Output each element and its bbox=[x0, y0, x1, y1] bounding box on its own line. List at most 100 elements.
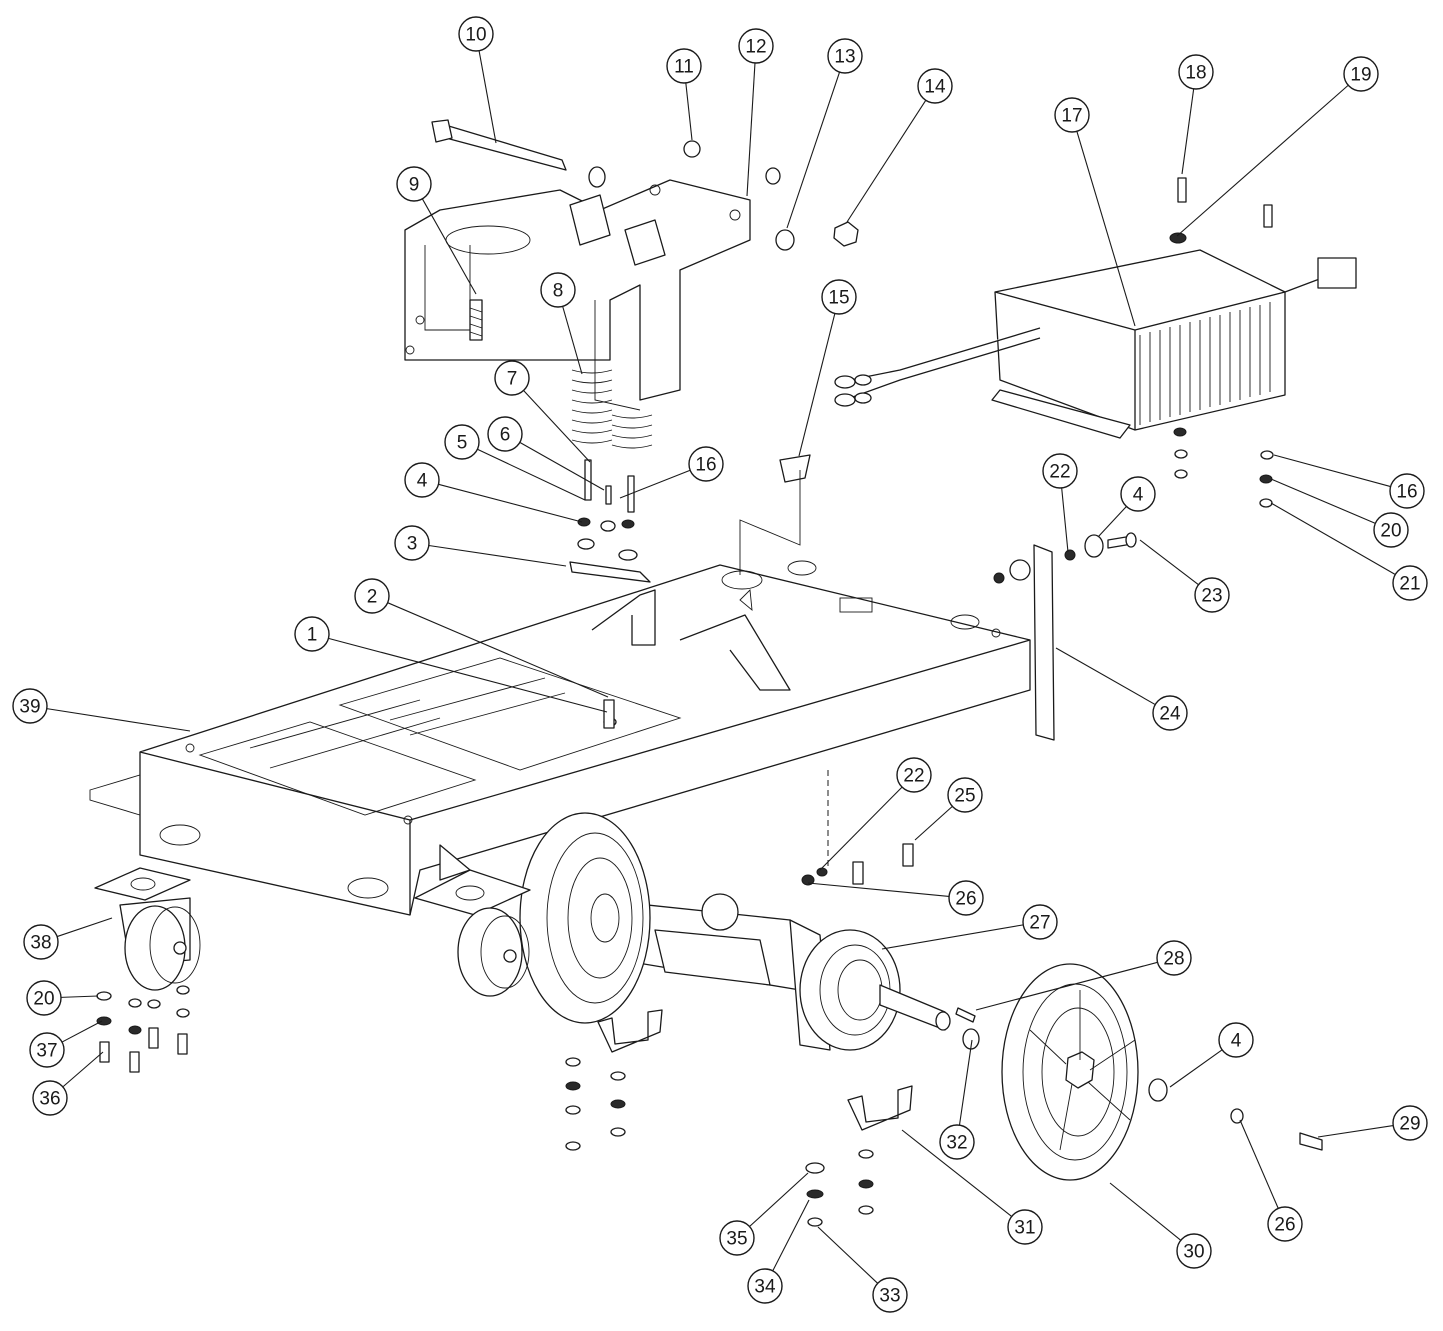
callout-number: 16 bbox=[695, 455, 716, 476]
callout-circle bbox=[26, 980, 62, 1016]
bushing-guide-line bbox=[739, 470, 801, 575]
callout-leader bbox=[975, 961, 1158, 1011]
loose-hardware bbox=[96, 843, 1323, 1227]
callout-circle bbox=[404, 462, 440, 498]
callout-leader bbox=[798, 313, 836, 457]
callout-number: 15 bbox=[828, 288, 849, 309]
callout-circle bbox=[872, 1277, 908, 1313]
callout-number: 14 bbox=[924, 77, 946, 98]
callout-12-11: 12 bbox=[738, 28, 774, 197]
callout-leader bbox=[1239, 1119, 1279, 1209]
callout-number: 31 bbox=[1014, 1218, 1035, 1239]
callout-1-0: 1 bbox=[294, 616, 608, 713]
callout-circle bbox=[1392, 1105, 1428, 1141]
callout-number: 39 bbox=[19, 697, 40, 718]
callout-leader bbox=[817, 1226, 879, 1284]
callout-circle bbox=[494, 360, 530, 396]
callout-number: 34 bbox=[754, 1277, 776, 1298]
callout-17-16: 17 bbox=[1054, 97, 1136, 327]
small-spring bbox=[469, 299, 483, 341]
callout-15-14: 15 bbox=[798, 279, 857, 457]
callout-circle bbox=[948, 880, 984, 916]
callout-circle bbox=[1120, 476, 1156, 512]
callout-circle bbox=[1042, 453, 1078, 489]
callout-circle bbox=[1152, 695, 1188, 731]
callout-circle bbox=[1343, 56, 1379, 92]
callout-circle bbox=[29, 1032, 65, 1068]
callout-leader bbox=[478, 50, 497, 144]
callout-22-22: 22 bbox=[1042, 453, 1078, 553]
callout-leader bbox=[1076, 131, 1136, 327]
callout-circle bbox=[294, 616, 330, 652]
callout-number: 3 bbox=[407, 534, 418, 555]
callout-34-39: 34 bbox=[747, 1199, 810, 1304]
callout-circle bbox=[821, 279, 857, 315]
callout-circle bbox=[896, 757, 932, 793]
callout-leader bbox=[428, 544, 567, 567]
callout-37-43: 37 bbox=[29, 1020, 103, 1068]
drive-wheel-outer bbox=[1001, 963, 1139, 1181]
callout-number: 18 bbox=[1185, 63, 1206, 84]
callout-number: 12 bbox=[745, 37, 766, 58]
callout-leader bbox=[1270, 502, 1396, 575]
handle-hardware bbox=[569, 140, 859, 729]
callout-leader bbox=[846, 99, 927, 223]
callout-number: 30 bbox=[1183, 1242, 1204, 1263]
callout-13-12: 13 bbox=[786, 38, 863, 229]
callout-number: 29 bbox=[1399, 1114, 1420, 1135]
callout-leader bbox=[1109, 1182, 1182, 1241]
callout-number: 6 bbox=[500, 425, 511, 446]
callout-circle bbox=[32, 1080, 68, 1116]
callout-number: 26 bbox=[1274, 1215, 1295, 1236]
callout-circle bbox=[827, 38, 863, 74]
charger-unit bbox=[834, 177, 1357, 508]
callout-leader bbox=[901, 1129, 1012, 1217]
callout-circle bbox=[444, 424, 480, 460]
callout-number: 17 bbox=[1061, 106, 1082, 127]
callout-number: 27 bbox=[1029, 913, 1050, 934]
callout-leader bbox=[749, 1172, 809, 1227]
callout-circle bbox=[1178, 54, 1214, 90]
drive-wheel-inner bbox=[519, 812, 651, 1024]
callout-circle bbox=[1054, 97, 1090, 133]
callout-25-28: 25 bbox=[914, 777, 983, 841]
callout-14-13: 14 bbox=[846, 68, 953, 223]
callout-leader bbox=[62, 1051, 104, 1088]
callout-circle bbox=[738, 28, 774, 64]
callout-number: 32 bbox=[946, 1133, 967, 1154]
callout-leader bbox=[1097, 506, 1127, 538]
callout-leader bbox=[61, 1020, 103, 1043]
compression-springs bbox=[571, 369, 653, 449]
callout-number: 20 bbox=[33, 989, 54, 1010]
callout-leader bbox=[438, 483, 583, 523]
callout-leader bbox=[523, 390, 591, 463]
callout-6-5: 6 bbox=[487, 416, 605, 491]
callout-number: 24 bbox=[1159, 704, 1181, 725]
callout-circle bbox=[354, 578, 390, 614]
callout-20-20: 20 bbox=[1270, 478, 1409, 548]
callout-7-6: 7 bbox=[494, 360, 591, 463]
callout-number: 33 bbox=[879, 1286, 900, 1307]
callout-4-3: 4 bbox=[404, 462, 583, 523]
callout-5-4: 5 bbox=[444, 424, 586, 501]
callout-leader bbox=[562, 306, 583, 375]
callout-number: 19 bbox=[1350, 65, 1371, 86]
callout-number: 37 bbox=[36, 1041, 57, 1062]
callout-circle bbox=[917, 68, 953, 104]
callout-8-7: 8 bbox=[540, 272, 583, 375]
tiller-bracket bbox=[404, 179, 751, 411]
callout-leader bbox=[619, 469, 691, 499]
callout-number: 5 bbox=[457, 433, 468, 454]
callout-circle bbox=[1176, 1233, 1212, 1269]
callout-31-36: 31 bbox=[901, 1129, 1043, 1245]
callout-circle bbox=[1022, 904, 1058, 940]
callout-leader bbox=[46, 708, 191, 732]
callout-number: 2 bbox=[367, 587, 378, 608]
callout-36-44: 36 bbox=[32, 1051, 104, 1116]
callout-number: 26 bbox=[955, 889, 976, 910]
callout-26-29: 26 bbox=[807, 880, 984, 916]
callout-number: 25 bbox=[954, 786, 975, 807]
callout-circle bbox=[1267, 1206, 1303, 1242]
callout-27-30: 27 bbox=[881, 904, 1058, 950]
callout-30-35: 30 bbox=[1109, 1182, 1212, 1269]
